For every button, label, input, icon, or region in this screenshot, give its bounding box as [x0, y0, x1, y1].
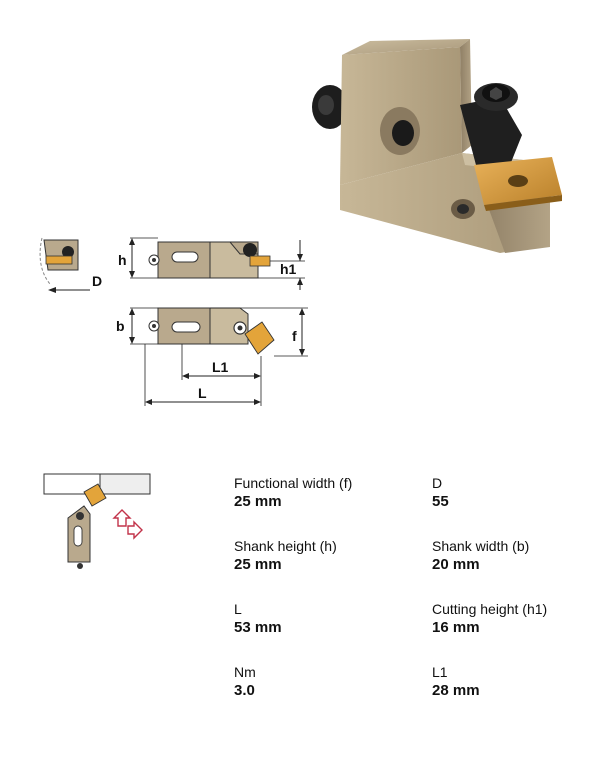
dim-label-L: L: [198, 385, 207, 401]
spec-shank-width: Shank width (b) 20 mm: [432, 537, 600, 575]
spec-label: L1: [432, 664, 448, 680]
product-photo: [312, 39, 562, 253]
dim-label-f: f: [292, 328, 297, 344]
dim-label-b: b: [116, 318, 125, 334]
spec-value: 16 mm: [432, 619, 480, 636]
top-view: [129, 237, 305, 290]
spec-l1: L1 28 mm: [432, 663, 600, 701]
spec-value: 25 mm: [234, 493, 282, 510]
spec-functional-width: Functional width (f) 25 mm: [234, 474, 404, 512]
spec-label: Shank height (h): [234, 538, 337, 554]
application-icon: [43, 473, 151, 569]
spec-label: Shank width (b): [432, 538, 530, 554]
dim-label-D: D: [92, 273, 102, 289]
spec-value: 25 mm: [234, 556, 282, 573]
front-view: [129, 307, 308, 406]
spec-cutting-height: Cutting height (h1) 16 mm: [432, 600, 600, 638]
dim-label-h1: h1: [280, 261, 297, 277]
spec-label: L: [234, 601, 242, 617]
spec-value: 53 mm: [234, 619, 282, 636]
spec-value: 3.0: [234, 682, 255, 699]
side-view-small: [39, 237, 90, 293]
spec-shank-height: Shank height (h) 25 mm: [234, 537, 404, 575]
spec-nm: Nm 3.0: [234, 663, 404, 701]
spec-value: 28 mm: [432, 682, 480, 699]
spec-label: D: [432, 475, 443, 491]
spec-value: 20 mm: [432, 556, 480, 573]
dim-label-h: h: [118, 252, 127, 268]
dim-label-L1: L1: [212, 359, 229, 375]
spec-label: Functional width (f): [234, 475, 353, 491]
spec-value: 55: [432, 493, 449, 510]
spec-label: Cutting height (h1): [432, 601, 548, 617]
spec-l: L 53 mm: [234, 600, 404, 638]
spec-d: D 55: [432, 474, 600, 512]
spec-label: Nm: [234, 664, 256, 680]
technical-drawing: D h h1: [39, 237, 308, 406]
